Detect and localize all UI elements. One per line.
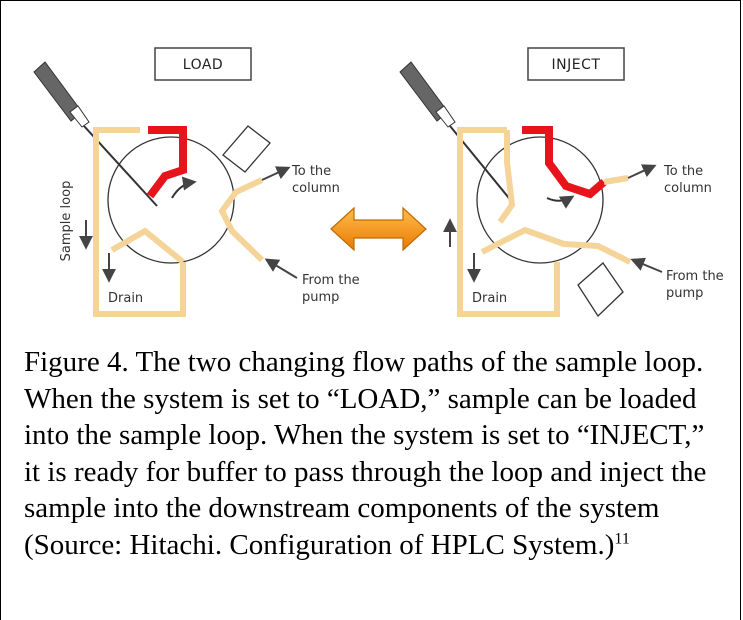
inject-column-port bbox=[603, 175, 629, 185]
inject-mode-label: INJECT bbox=[552, 57, 601, 73]
inject-panel: INJECT Drain To the column From the pump bbox=[399, 47, 724, 318]
inject-from-pump-line2: pump bbox=[666, 286, 703, 301]
load-valve-body bbox=[107, 136, 235, 264]
load-drain-label: Drain bbox=[108, 291, 143, 306]
inject-mode-box bbox=[527, 47, 625, 81]
load-mode-label: LOAD bbox=[183, 57, 223, 73]
inject-active-path bbox=[522, 126, 607, 199]
switch-arrow-icon bbox=[330, 206, 427, 252]
inject-from-pump-line1: From the bbox=[666, 269, 724, 284]
inject-to-column-line1: To the bbox=[663, 164, 703, 179]
inject-pump-port bbox=[480, 226, 632, 265]
inject-inner-path bbox=[497, 130, 516, 224]
inject-to-column-line2: column bbox=[664, 181, 712, 196]
injection-valve-diagram: LOAD Sample loop Drain To the column Fr bbox=[33, 47, 724, 318]
load-drain-port bbox=[110, 227, 185, 265]
inject-column-stub bbox=[577, 262, 624, 318]
load-to-column-line2: column bbox=[292, 181, 340, 196]
load-column-stub bbox=[222, 125, 271, 173]
caption-text: Figure 4. The two changing flow paths of… bbox=[24, 346, 707, 561]
load-mode-box bbox=[154, 47, 252, 81]
inject-sample-loop-path bbox=[457, 127, 560, 317]
inject-to-column-arrow-icon bbox=[627, 164, 657, 179]
load-column-port bbox=[218, 177, 265, 263]
load-panel: LOAD Sample loop Drain To the column Fr bbox=[33, 47, 360, 317]
inject-drain-label: Drain bbox=[472, 291, 507, 306]
load-active-path bbox=[146, 126, 187, 199]
load-from-pump-line1: From the bbox=[302, 273, 360, 288]
load-sample-loop-label: Sample loop bbox=[59, 181, 74, 262]
load-from-pump-line2: pump bbox=[302, 290, 339, 305]
caption-reference: 11 bbox=[614, 529, 630, 547]
inject-rotation-arrow-icon bbox=[546, 195, 575, 209]
load-to-column-arrow-icon bbox=[261, 166, 291, 181]
inject-from-pump-arrow-icon bbox=[630, 257, 663, 273]
load-to-column-line1: To the bbox=[291, 164, 331, 179]
inject-valve-body bbox=[476, 136, 604, 264]
load-sample-loop-path bbox=[93, 127, 186, 317]
figure-caption: Figure 4. The two changing flow paths of… bbox=[24, 344, 724, 563]
load-from-pump-arrow-icon bbox=[264, 258, 298, 279]
load-rotation-arrow-icon bbox=[171, 176, 197, 199]
